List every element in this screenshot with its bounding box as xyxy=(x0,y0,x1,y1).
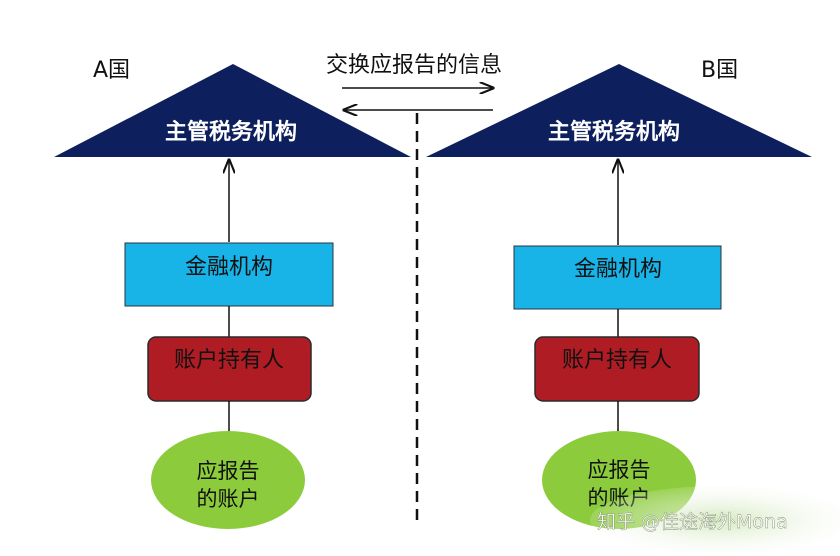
country-b-group: B国 主管税务机构 金融机构 账户持有人 应报告 的账户 xyxy=(426,58,812,529)
country-b-account-holder-box xyxy=(534,336,700,402)
country-b-authority-label: 主管税务机构 xyxy=(548,119,680,145)
country-a-reportable-account-line1: 应报告 xyxy=(197,459,260,483)
watermark: 知乎 @佳途海外Mona xyxy=(590,486,840,554)
watermark-text: 知乎 @佳途海外Mona xyxy=(597,511,788,533)
country-b-reportable-account-line1: 应报告 xyxy=(588,458,651,482)
country-a-account-holder-label: 账户持有人 xyxy=(174,348,284,373)
country-a-authority-triangle xyxy=(54,64,411,157)
country-b-financial-institution-label: 金融机构 xyxy=(574,257,662,282)
country-a-group: A国 主管税务机构 金融机构 账户持有人 应报告 的账户 xyxy=(54,58,411,529)
exchange-info-label: 交换应报告的信息 xyxy=(326,53,502,78)
country-a-authority-label: 主管税务机构 xyxy=(165,119,297,145)
country-b-account-holder-label: 账户持有人 xyxy=(562,348,672,373)
country-a-reportable-account-ellipse xyxy=(151,431,305,529)
country-a-reportable-account-line2: 的账户 xyxy=(197,487,260,511)
country-b-authority-triangle xyxy=(426,64,812,157)
country-a-label: A国 xyxy=(93,58,130,83)
exchange-group: 交换应报告的信息 xyxy=(326,53,502,526)
country-a-financial-institution-box xyxy=(124,242,334,307)
country-a-financial-institution-label: 金融机构 xyxy=(185,255,273,280)
country-b-label: B国 xyxy=(701,58,738,83)
watermark-glow xyxy=(590,486,840,554)
